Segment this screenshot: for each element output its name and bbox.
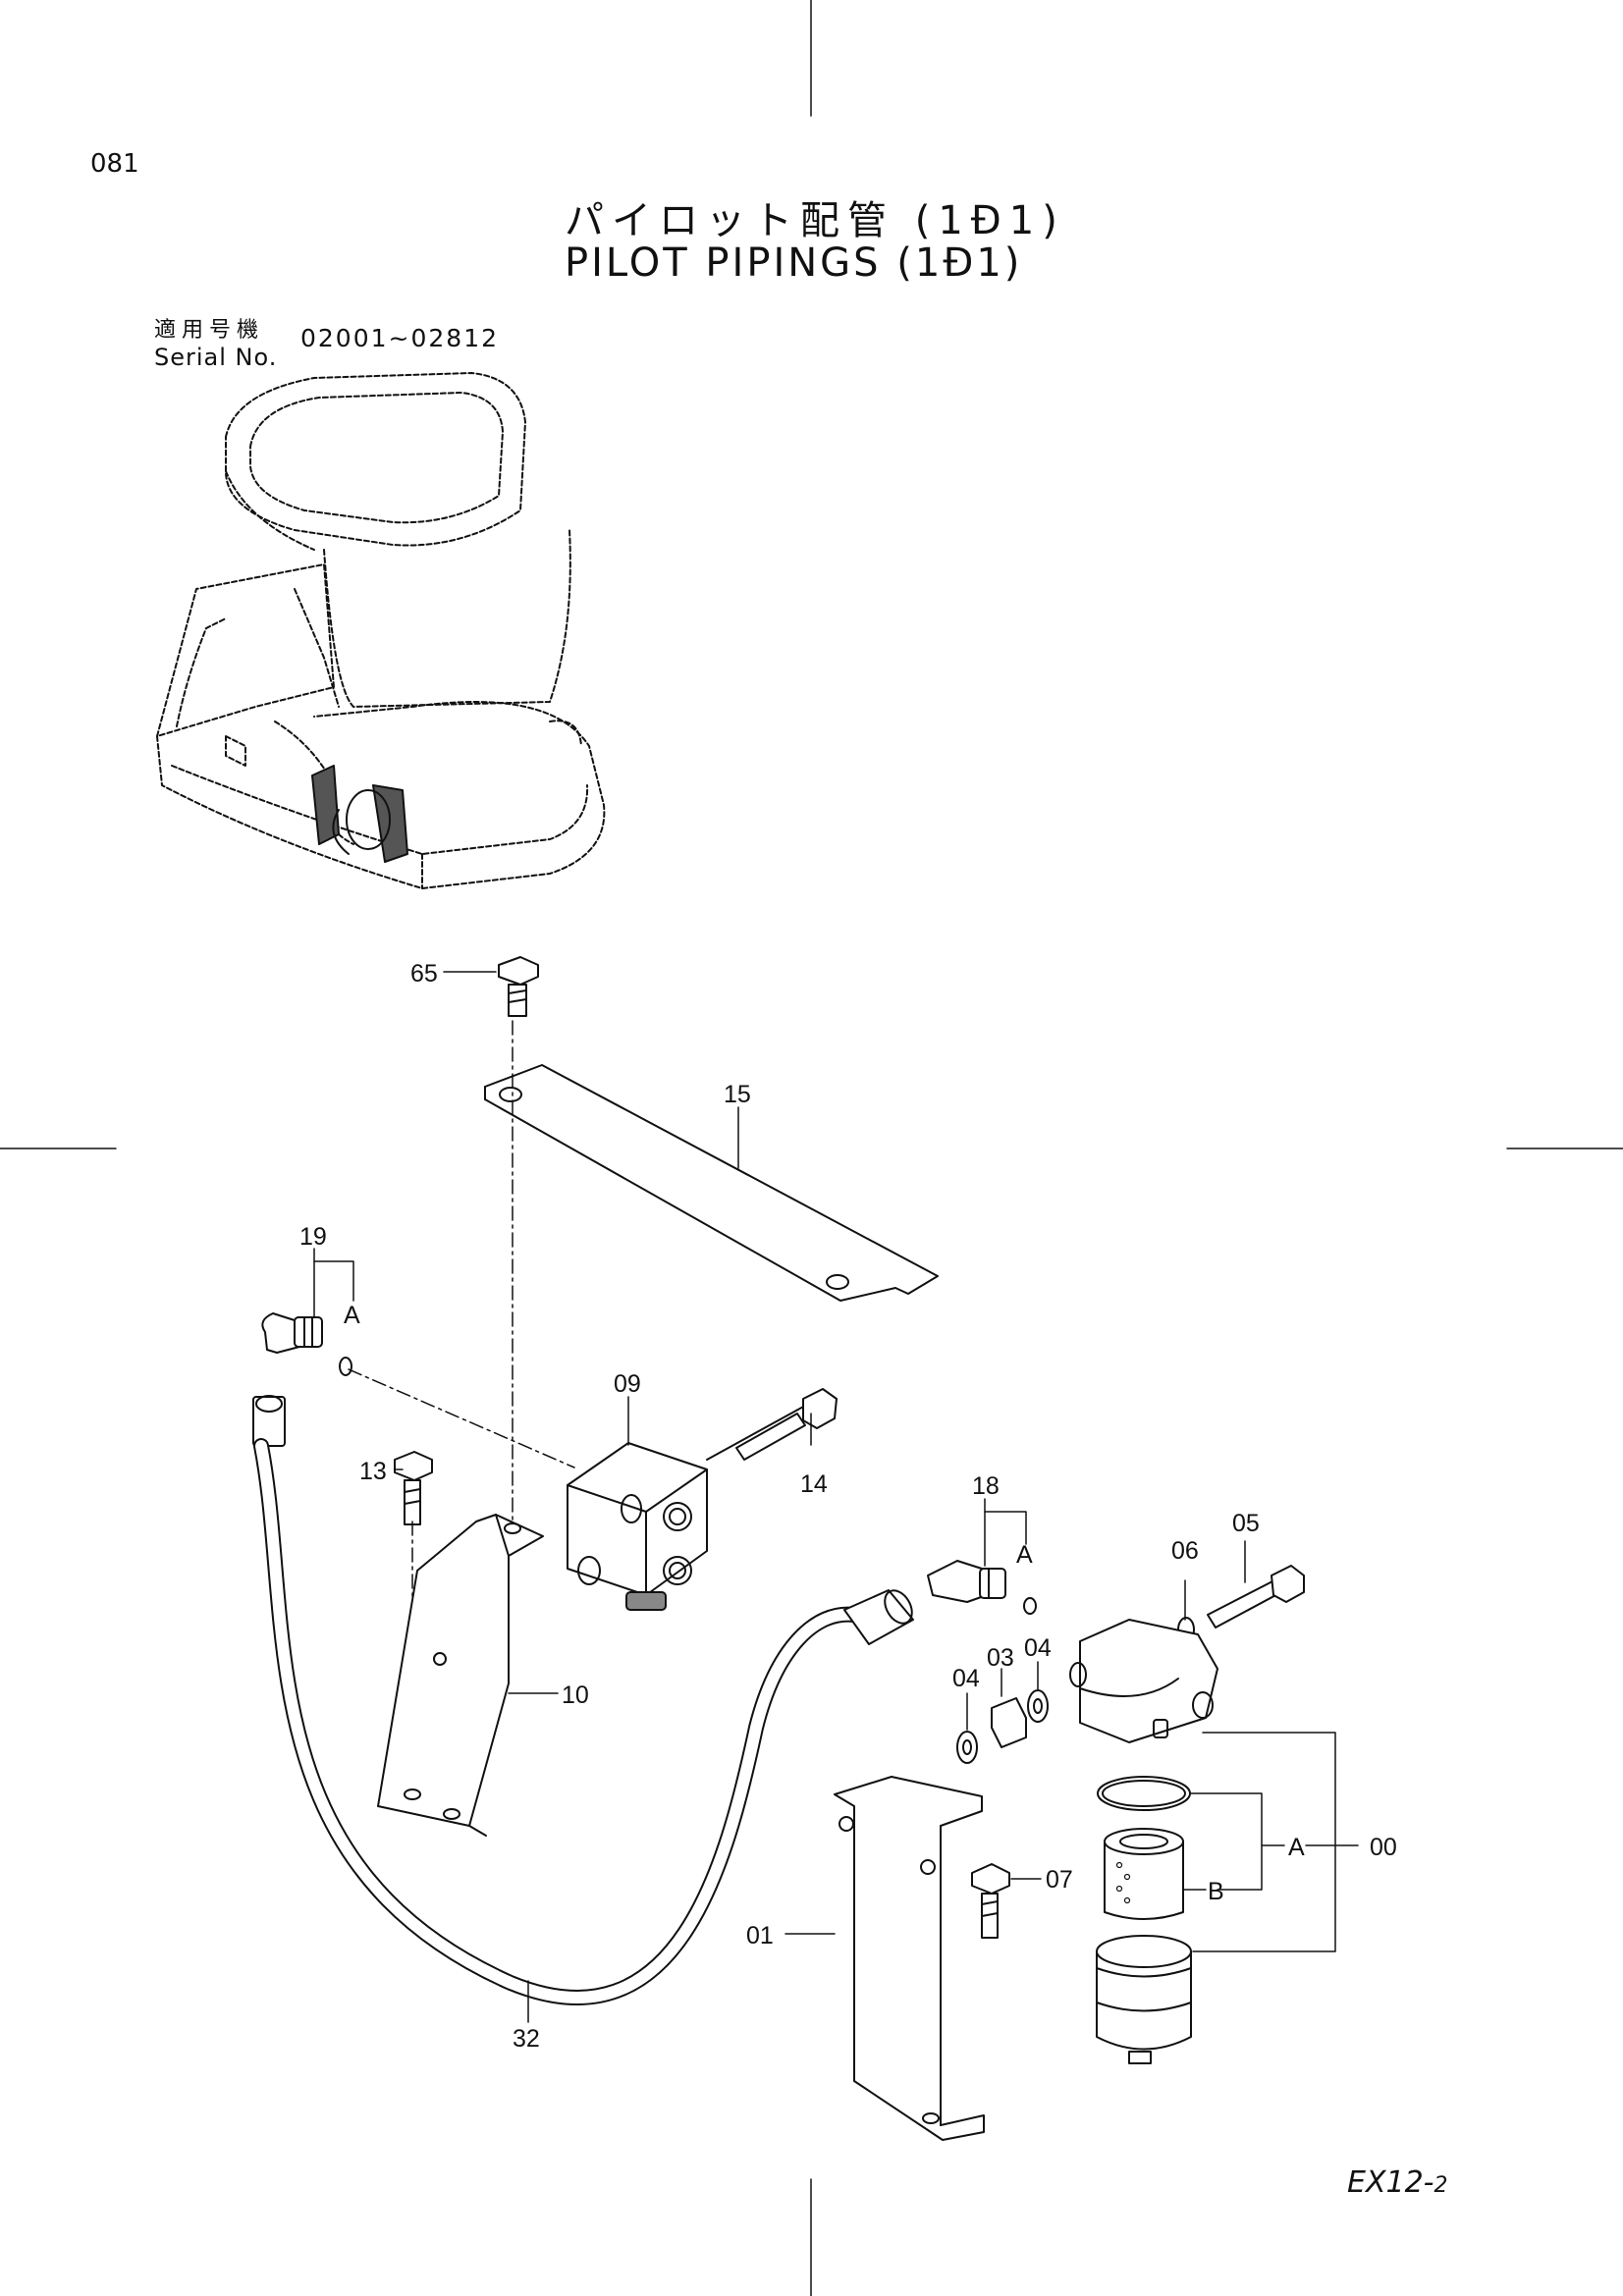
- callout-05: 05: [1232, 1510, 1260, 1537]
- callout-04-lower: 04: [952, 1665, 980, 1692]
- bolt-07: [971, 1863, 1010, 1939]
- cab-pilot-valves: [311, 765, 408, 863]
- machine-overview-illustration: [156, 372, 606, 889]
- callout-B: B: [1208, 1878, 1224, 1905]
- callout-A-18: A: [1016, 1541, 1033, 1569]
- washers-spacer: [956, 1689, 1049, 1764]
- drawing-code: EX12-2: [1347, 2165, 1448, 2200]
- serial-label-english: Serial No.: [154, 344, 278, 371]
- callout-15: 15: [724, 1081, 751, 1108]
- callout-07: 07: [1046, 1866, 1073, 1894]
- callout-06: 06: [1171, 1537, 1199, 1565]
- bolt-13: [394, 1451, 433, 1525]
- filter-element: [1104, 1828, 1184, 1920]
- title-japanese: パイロット配管 (1Ð1): [565, 198, 1065, 243]
- plate-15: [484, 1064, 939, 1302]
- elbow-fitting-19: [261, 1312, 352, 1376]
- callout-03: 03: [987, 1644, 1014, 1672]
- leader-lines: [313, 971, 1359, 2023]
- callout-19: 19: [299, 1223, 327, 1251]
- elbow-fitting-18: [927, 1560, 1037, 1615]
- drawing-code-sub: 2: [1434, 2173, 1448, 2198]
- page-number: 081: [90, 149, 139, 179]
- title-english: PILOT PIPINGS (1Ð1): [565, 240, 1023, 286]
- serial-range: 02001~02812: [300, 324, 500, 352]
- bolt-14: [706, 1388, 838, 1461]
- callout-A-filter: A: [1288, 1834, 1305, 1861]
- callout-A-19: A: [344, 1302, 360, 1329]
- drawing-code-main: EX12-: [1347, 2165, 1434, 2200]
- bolt-05: [1207, 1565, 1305, 1629]
- bracket-10: [377, 1514, 544, 1837]
- callout-labels: 65 15 19 A 09 14 13 10 18 A 05 06 04 03 …: [299, 960, 1397, 2053]
- filter-bowl: [1096, 1935, 1192, 2064]
- callout-01: 01: [746, 1922, 774, 1949]
- callout-14: 14: [800, 1470, 828, 1498]
- callout-32: 32: [513, 2025, 540, 2053]
- callout-04-upper: 04: [1024, 1634, 1052, 1662]
- callout-18: 18: [972, 1472, 1000, 1500]
- bracket-01: [834, 1776, 985, 2141]
- serial-label-japanese: 適用号機: [154, 318, 265, 343]
- hose-32: [252, 1395, 914, 2005]
- callout-10: 10: [562, 1682, 589, 1709]
- callout-09: 09: [614, 1370, 641, 1398]
- manifold-block-09: [567, 1442, 708, 1611]
- bolt-65: [498, 956, 539, 1017]
- callout-13: 13: [359, 1458, 387, 1485]
- filter-o-ring: [1097, 1776, 1191, 1811]
- filter-head: [1069, 1619, 1218, 1743]
- callout-65: 65: [410, 960, 438, 988]
- callout-00: 00: [1370, 1834, 1397, 1861]
